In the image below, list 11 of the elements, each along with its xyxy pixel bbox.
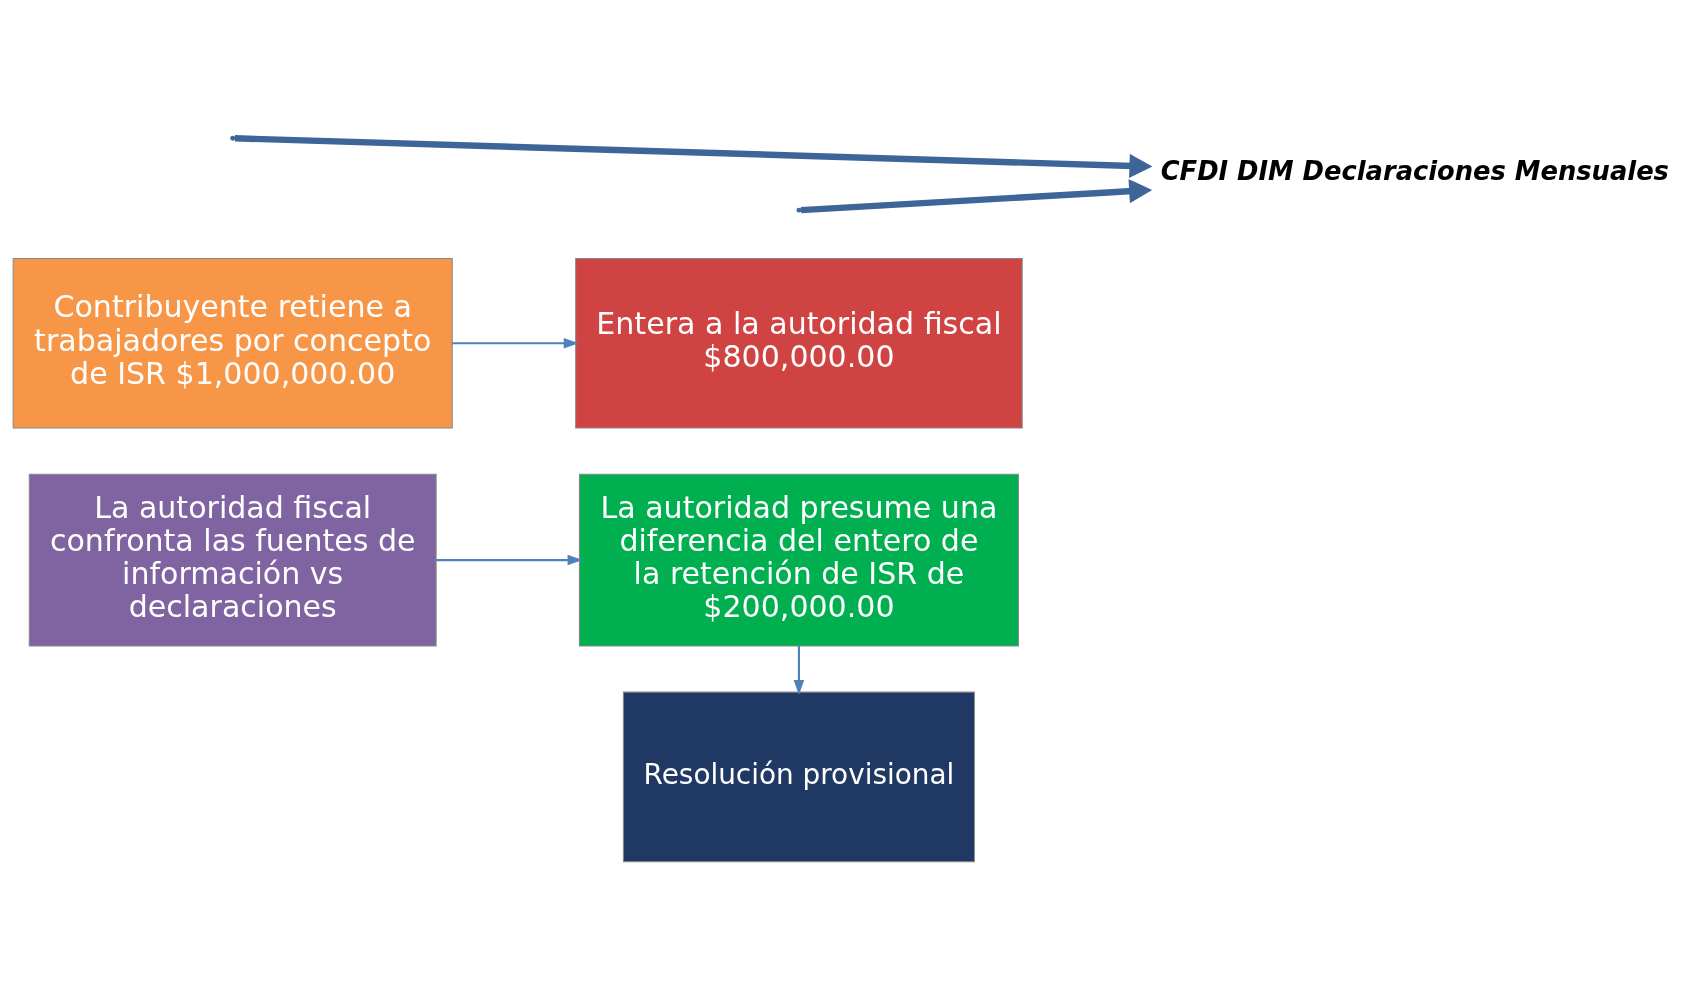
arrow: [452, 337, 579, 349]
arrow: [234, 135, 1153, 178]
node-box: Entera a la autoridad fiscal $800,000.00: [575, 257, 1023, 429]
node-box: La autoridad fiscal confronta las fuentes de información vs declaraciones: [28, 473, 437, 647]
node-box: Resolución provisional: [622, 691, 975, 863]
node-text: CFDI DIM Declaraciones Mensuales: [1160, 156, 1669, 187]
arrow: [800, 179, 1153, 214]
arrow: [793, 646, 805, 696]
node-box: Contribuyente retiene a trabajadores por concepto de ISR $1,000,000.00: [12, 257, 453, 429]
node-box: La autoridad presume una diferencia del entero de la retención de ISR de $200,000.00: [578, 473, 1019, 647]
arrow: [436, 554, 583, 566]
